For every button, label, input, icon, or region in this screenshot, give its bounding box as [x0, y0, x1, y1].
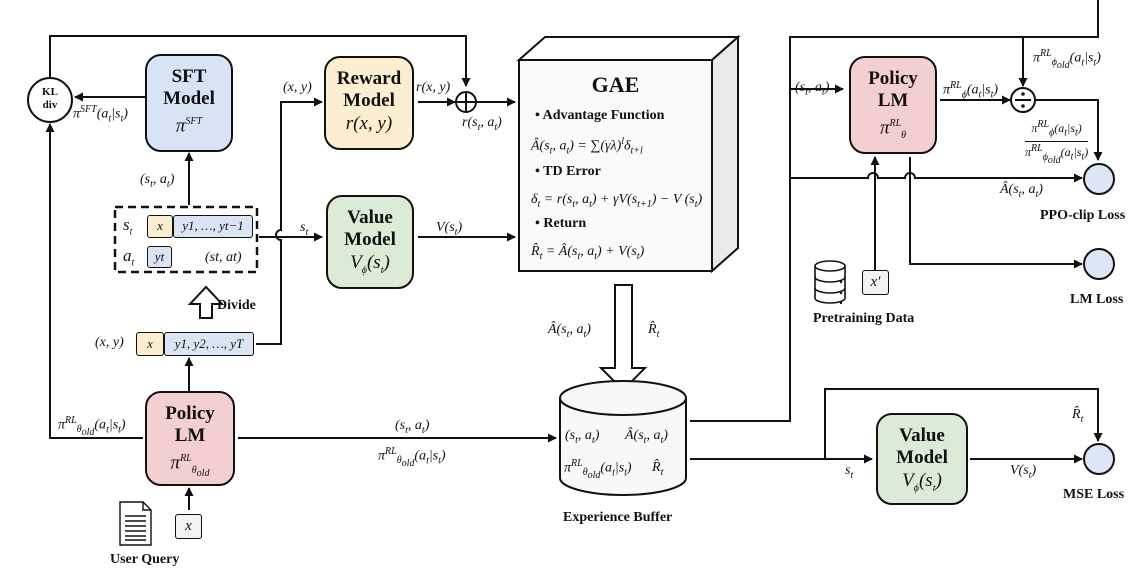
value-top-title-2: Model [344, 229, 396, 250]
label-value-out: V(st) [436, 220, 463, 238]
edge-policy-to-lm-loss [909, 157, 1083, 269]
edge-policy-old-to-kl [45, 123, 143, 439]
sequence-token-x: x [136, 332, 164, 356]
gae-item-1-heading: • TD Error [535, 164, 601, 179]
gae-item-0-heading: • Advantage Function [535, 108, 665, 123]
buffer-state-action: (st, at) [565, 428, 600, 446]
label-gae-to-buffer-right: R̂t [648, 322, 660, 340]
value-top-title-1: Value [347, 207, 393, 228]
gae-item-2-heading: • Return [535, 216, 587, 231]
divide-label: Divide [217, 298, 256, 313]
edge-sequence-to-reward [256, 97, 323, 345]
label-return-to-mse: R̂t [1072, 407, 1084, 425]
divide-state-label: st [123, 215, 133, 238]
label-policy-new-out: πRLϕ(at|st) [943, 80, 999, 101]
mse-loss-caption: MSE Loss [1063, 487, 1125, 502]
lm-loss-caption: LM Loss [1070, 292, 1124, 307]
experience-buffer-caption: Experience Buffer [563, 510, 673, 525]
sum-operator [455, 91, 477, 113]
lm-loss-node [1083, 248, 1115, 280]
reward-title-1: Reward [336, 68, 402, 89]
value-model-box-bottom: Value Model Vϕ(st) [876, 413, 968, 505]
label-sum-out: r(st, at) [462, 115, 502, 133]
gae-content: GAE • Advantage Function Â(st, at) = ∑(γ… [519, 60, 712, 271]
label-into-sft: (st, at) [140, 172, 175, 190]
user-query-token: x [175, 514, 202, 539]
kl-label: KL div [42, 86, 58, 111]
policy-lm-old-box: Policy LM πRLθold [145, 391, 235, 486]
divide-box [113, 205, 259, 274]
user-query-caption: User Query [110, 552, 180, 567]
value-top-math: Vϕ(st) [350, 252, 390, 276]
database-icon [814, 260, 846, 304]
label-old-prob-in: πRLϕold(at|st) [1033, 48, 1101, 72]
reward-math: r(x, y) [345, 113, 393, 134]
sft-title-1: SFT [171, 66, 207, 87]
buffer-advantage: Â(st, at) [625, 428, 668, 446]
gae-to-buffer-arrow [598, 284, 648, 392]
state-token-x: x [147, 215, 173, 238]
label-into-policy-new: (st, at) [795, 80, 830, 98]
divide-action-label: at [123, 246, 135, 269]
gae-item-2-equation: R̂t = Â(st, at) + V(st) [531, 244, 645, 262]
gae-item-1-equation: δt = r(st, at) + γV(st+1) − V (st) [531, 192, 703, 210]
experience-buffer-cylinder [559, 380, 687, 496]
buffer-old-prob: πRLθold(at|st) [564, 458, 632, 482]
gae-item-0-equation: Â(st, at) = ∑(γλ)lδt+l [531, 136, 643, 157]
divide-arrow [187, 285, 225, 319]
policy-new-title-1: Policy [868, 68, 918, 89]
edge-kl-to-sum [49, 35, 471, 87]
buffer-return: R̂t [652, 460, 664, 478]
label-st-to-value: st [300, 220, 309, 238]
label-adv-to-ppo: Â(st, at) [1000, 182, 1043, 200]
label-reward-out: r(x, y) [416, 80, 451, 95]
sequence-label: (x, y) [95, 335, 124, 350]
mse-loss-node [1083, 443, 1115, 475]
label-xy-to-reward: (x, y) [283, 80, 312, 95]
gae-title: GAE [591, 72, 640, 97]
edge-return-to-mse [824, 388, 1103, 459]
value-model-box-top: Value Model Vϕ(st) [326, 195, 414, 289]
pretraining-token: x′ [862, 270, 889, 295]
policy-lm-new-box: Policy LM πRLθ [849, 56, 937, 154]
policy-old-title-2: LM [174, 425, 206, 446]
ppo-clip-loss-node [1083, 163, 1115, 195]
value-bottom-title-1: Value [899, 425, 945, 446]
value-bottom-math: Vϕ(st) [902, 470, 942, 494]
pretraining-caption: Pretraining Data [813, 311, 915, 326]
edge-buffer-to-policy-new [690, 0, 1099, 422]
label-policy-old-to-kl: πRLθold(at|st) [58, 415, 126, 439]
edge-divide-to-ppo [1036, 99, 1103, 161]
label-ratio: πRLϕ(at|st) πRLϕold(at|st) [1025, 119, 1089, 166]
edge-adv-to-ppo [790, 172, 1083, 183]
sft-model-box: SFT Model πSFT [145, 54, 233, 152]
policy-old-title-1: Policy [165, 403, 215, 424]
label-gae-to-buffer-left: Â(st, at) [548, 322, 591, 340]
gae-block [516, 34, 741, 274]
label-sft-to-kl: πSFT(at|st) [73, 104, 128, 125]
sft-title-2: Model [163, 88, 215, 109]
policy-new-title-2: LM [877, 90, 909, 111]
reward-model-box: Reward Model r(x, y) [324, 56, 414, 150]
reward-title-2: Model [343, 90, 395, 111]
policy-old-math: πRLθold [170, 452, 210, 480]
ppo-clip-loss-caption: PPO-clip Loss [1040, 208, 1126, 223]
label-policy-to-buffer-top: (st, at) [395, 418, 430, 436]
divide-pair-label: (st, at) [205, 250, 242, 265]
kl-divergence-node [27, 77, 73, 123]
sft-math: πSFT [175, 115, 203, 137]
state-token-y-prefix: y1, …, yt−1 [173, 215, 253, 238]
sequence-token-y: y1, y2, …, yT [164, 332, 254, 356]
document-icon [119, 501, 152, 546]
label-value-bottom-out: V(st) [1010, 463, 1037, 481]
divide-operator [1010, 87, 1036, 113]
policy-new-math: πRLθ [879, 117, 907, 142]
action-token-y: yt [147, 246, 172, 268]
value-bottom-title-2: Model [896, 447, 948, 468]
label-st-to-value-bottom: st [845, 463, 854, 481]
label-policy-to-buffer-bottom: πRLθold(at|st) [378, 446, 446, 470]
